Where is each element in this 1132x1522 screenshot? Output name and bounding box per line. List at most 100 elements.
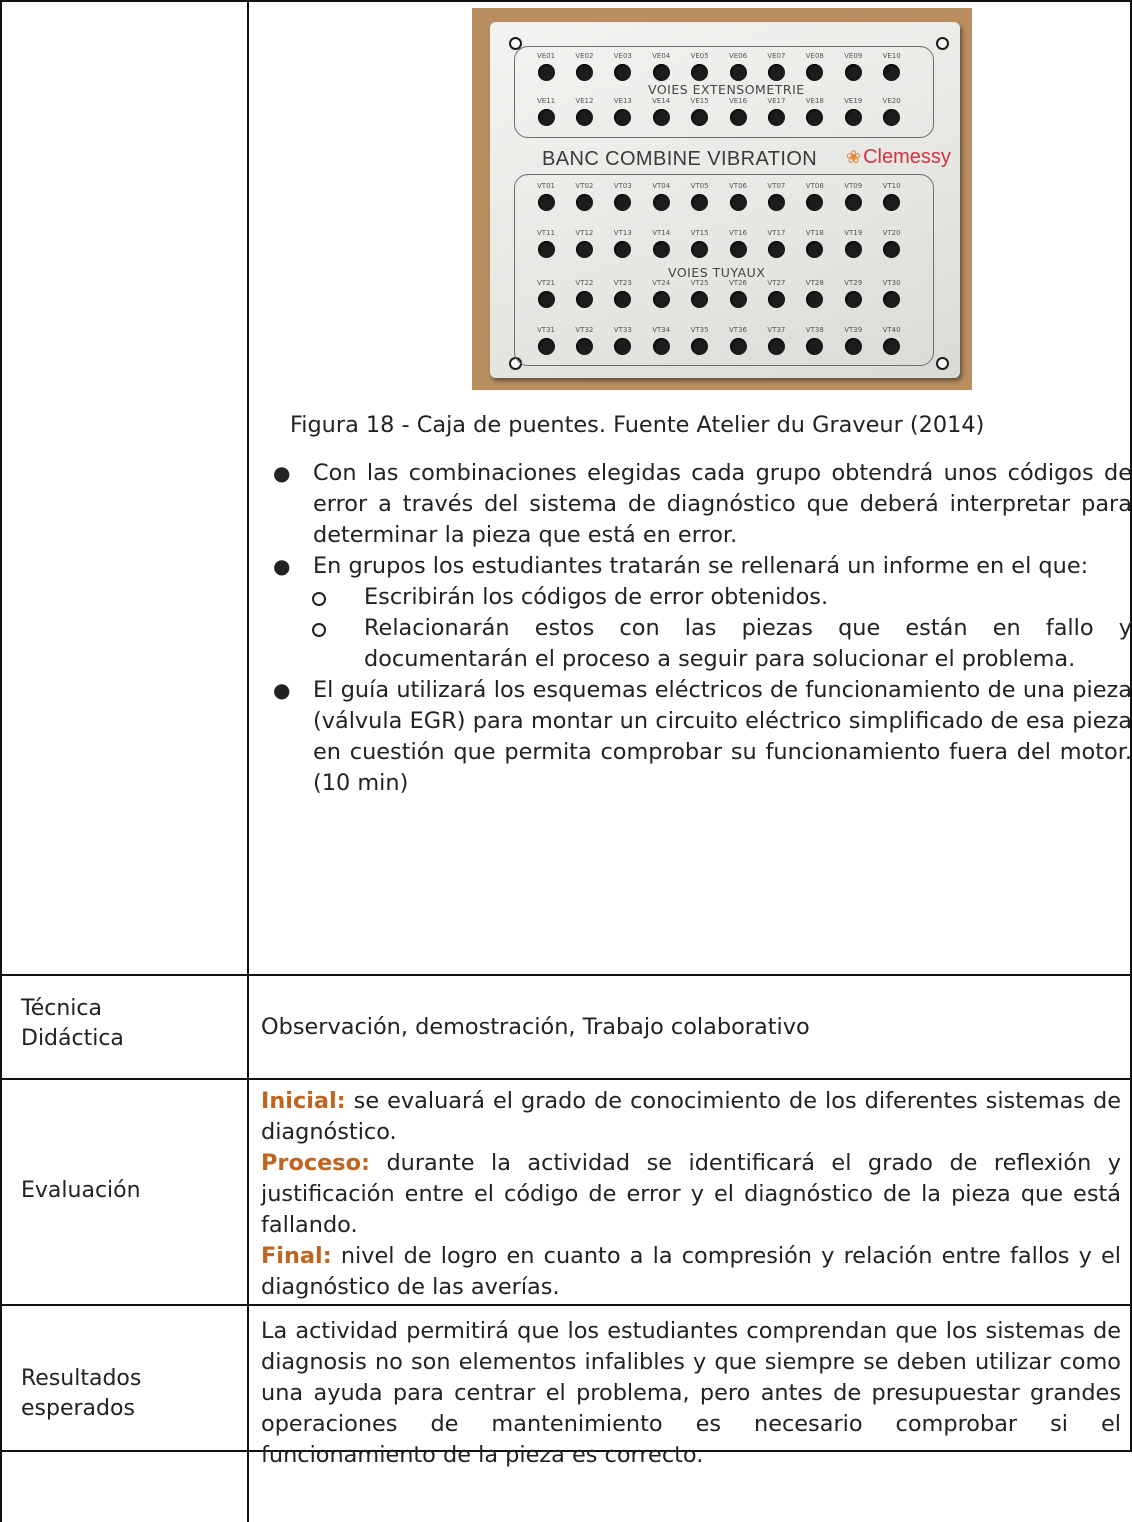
jack-hole-icon — [844, 194, 862, 211]
jack-hole-icon — [614, 291, 632, 308]
tecnica-value: Observación, demostración, Trabajo colab… — [261, 1014, 810, 1040]
table-border-left — [0, 0, 2, 1522]
channel-label: VT03 — [613, 182, 632, 190]
channel-label: VT09 — [844, 182, 863, 190]
channel-label: VT10 — [882, 182, 901, 190]
channel-label: VE14 — [652, 97, 671, 105]
jack-hole-icon — [844, 338, 862, 355]
channel-label: VT29 — [844, 279, 863, 287]
jack-hole-icon — [767, 64, 785, 81]
jack-hole-icon — [537, 194, 555, 211]
channel-label: VT21 — [537, 279, 555, 287]
channel-label: VE13 — [613, 97, 632, 105]
channel-label: VT36 — [729, 326, 747, 334]
jack-hole-icon — [729, 241, 747, 258]
jumper-box-photo: VOIES EXTENSOMETRIE VOIES TUYAUX BANC CO… — [472, 8, 972, 390]
channel-label: VE09 — [844, 52, 863, 60]
evaluacion-final: Final: nivel de logro en cuanto a la com… — [261, 1243, 1121, 1300]
channel-label: VT18 — [805, 229, 824, 237]
jack-hole-icon — [652, 241, 670, 258]
channel-label: VT24 — [652, 279, 671, 287]
jack-hole-icon — [537, 241, 555, 258]
channel-label: VT19 — [844, 229, 863, 237]
jack-hole-icon — [614, 64, 632, 81]
channel-label: VE11 — [536, 97, 556, 105]
table-row-divider — [0, 974, 1132, 976]
channel-label: VT22 — [575, 279, 594, 287]
jack-hole-icon — [883, 64, 901, 81]
screw-icon — [509, 37, 522, 50]
jack-hole-icon — [844, 109, 862, 126]
jack-hole-icon — [729, 291, 747, 308]
jack-hole-icon — [652, 194, 670, 211]
table-row-divider — [0, 1304, 1132, 1306]
pipes-group-box — [514, 174, 934, 366]
channel-label: VT37 — [767, 326, 786, 334]
evaluacion-proceso: Proceso: durante la actividad se identif… — [261, 1150, 1121, 1238]
jack-hole-icon — [844, 291, 862, 308]
list-item: ● En grupos los estudiantes tratarán se … — [270, 551, 1132, 582]
activity-bullet-list: ● Con las combinaciones elegidas cada gr… — [270, 458, 1132, 799]
channel-label: VT27 — [767, 279, 786, 287]
channel-label: VT12 — [575, 229, 594, 237]
jack-hole-icon — [806, 109, 824, 126]
channel-label: VT02 — [575, 182, 594, 190]
jack-hole-icon — [806, 241, 824, 258]
jack-hole-icon — [652, 109, 670, 126]
channel-label: VE15 — [690, 97, 709, 105]
channel-label: VT04 — [652, 182, 671, 190]
channel-label: VE18 — [805, 97, 824, 105]
channel-label: VT15 — [690, 229, 709, 237]
extensometry-label: VOIES EXTENSOMETRIE — [648, 82, 805, 97]
pipes-label: VOIES TUYAUX — [668, 265, 766, 280]
channel-label: VE07 — [767, 52, 786, 60]
jack-hole-icon — [806, 291, 824, 308]
channel-label: VT35 — [690, 326, 709, 334]
channel-label: VT28 — [805, 279, 824, 287]
jack-hole-icon — [691, 241, 709, 258]
jack-hole-icon — [767, 291, 785, 308]
channel-label: VE02 — [575, 52, 594, 60]
channel-label: VE06 — [728, 52, 748, 60]
jack-hole-icon — [691, 338, 709, 355]
channel-label: VT31 — [537, 326, 555, 334]
jack-hole-icon — [729, 64, 747, 81]
clemessy-logo: ❀Clemessy — [846, 146, 951, 169]
jack-hole-icon — [844, 64, 862, 81]
bullet-icon: ● — [273, 678, 291, 702]
resultados-label: Resultados esperados — [21, 1366, 142, 1421]
jack-hole-icon — [575, 241, 593, 258]
jack-hole-icon — [883, 338, 901, 355]
channel-label: VT23 — [613, 279, 632, 287]
circle-bullet-icon — [312, 623, 326, 637]
jack-hole-icon — [614, 338, 632, 355]
channel-label: VE19 — [844, 97, 863, 105]
jack-hole-icon — [883, 291, 901, 308]
channel-label: VT26 — [729, 279, 747, 287]
jack-hole-icon — [652, 338, 670, 355]
channel-label: VT05 — [690, 182, 709, 190]
channel-label: VT14 — [652, 229, 671, 237]
list-item: ● Con las combinaciones elegidas cada gr… — [273, 460, 1132, 548]
table-border-middle — [247, 0, 249, 1522]
jack-hole-icon — [767, 338, 785, 355]
channel-label: VE12 — [575, 97, 594, 105]
channel-label: VT01 — [537, 182, 555, 190]
table-border-right — [1130, 0, 1132, 1452]
channel-label: VE17 — [767, 97, 786, 105]
channel-label: VE01 — [536, 52, 556, 60]
channel-label: VT33 — [613, 326, 632, 334]
channel-label: VT11 — [537, 229, 555, 237]
jack-hole-icon — [652, 64, 670, 81]
table-row-divider — [0, 1078, 1132, 1080]
jack-hole-icon — [691, 194, 709, 211]
channel-label: VT40 — [882, 326, 901, 334]
jumper-plate: VOIES EXTENSOMETRIE VOIES TUYAUX BANC CO… — [490, 22, 960, 378]
sub-list-item: Escribirán los códigos de error obtenido… — [270, 582, 1132, 613]
channel-label: VT20 — [882, 229, 901, 237]
channel-label: VT25 — [690, 279, 709, 287]
channel-label: VT06 — [729, 182, 747, 190]
jack-hole-icon — [614, 241, 632, 258]
jack-hole-icon — [729, 338, 747, 355]
jack-hole-icon — [537, 109, 555, 126]
